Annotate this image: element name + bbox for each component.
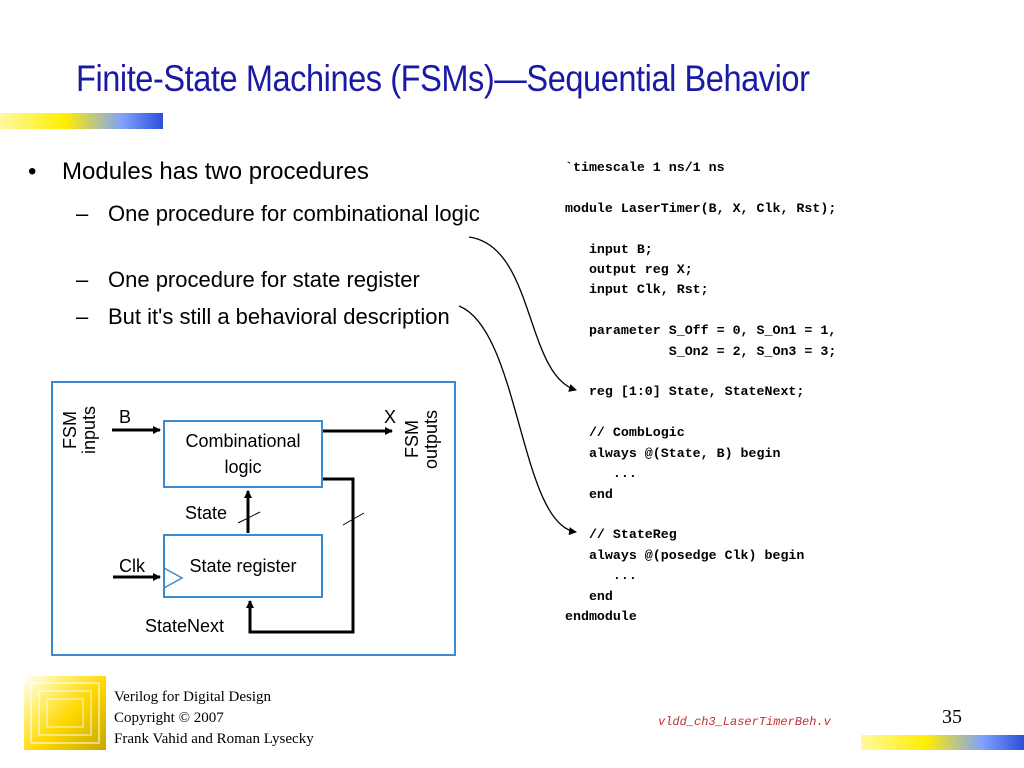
- pointer-to-statereg: [458, 305, 577, 536]
- title-accent-bar: [0, 113, 163, 129]
- clk-label: Clk: [119, 556, 145, 576]
- statenext-feedback-wire: [246, 477, 355, 634]
- footer-line-2: Copyright © 2007: [114, 710, 224, 726]
- page-number: 35: [942, 706, 962, 728]
- statenext-bus-slash: [342, 512, 365, 526]
- clock-triangle-icon: [163, 567, 184, 589]
- dash-glyph: –: [76, 201, 89, 226]
- output-x-label: X: [384, 407, 397, 427]
- dash-glyph: –: [76, 267, 89, 292]
- footer-credits: Verilog for Digital Design Copyright © 2…: [114, 687, 314, 750]
- statenext-label: StateNext: [145, 616, 225, 636]
- verilog-code: `timescale 1 ns/1 ns module LaserTimer(B…: [565, 160, 837, 624]
- fsm-diagram: FSM inputs FSM outputs B X Combinational…: [51, 381, 456, 656]
- footer-filename: vldd_ch3_LaserTimerBeh.v: [658, 715, 831, 729]
- state-label: State: [185, 503, 228, 523]
- footer-line-1: Verilog for Digital Design: [114, 689, 272, 705]
- pointer-to-comblogic: [468, 236, 577, 392]
- sub-bullet-text: One procedure for combinational logic: [108, 201, 480, 226]
- bullet-glyph: •: [28, 158, 37, 185]
- footer-line-3: Frank Vahid and Roman Lysecky: [114, 731, 314, 747]
- sub-bullet-text: But it's still a behavioral description: [108, 304, 450, 329]
- state-register-block: State register: [163, 534, 323, 598]
- slide-title: Finite-State Machines (FSMs)—Sequential …: [76, 58, 810, 99]
- sub-bullet-text: One procedure for state register: [108, 267, 420, 292]
- bullet-main-text: Modules has two procedures: [62, 158, 369, 185]
- state-bus-slash: [237, 511, 261, 524]
- dash-glyph: –: [76, 304, 89, 329]
- book-logo: [24, 676, 106, 750]
- input-b-label: B: [119, 407, 132, 427]
- footer-accent-bar: [861, 735, 1024, 750]
- combinational-logic-block: Combinational logic: [163, 420, 323, 488]
